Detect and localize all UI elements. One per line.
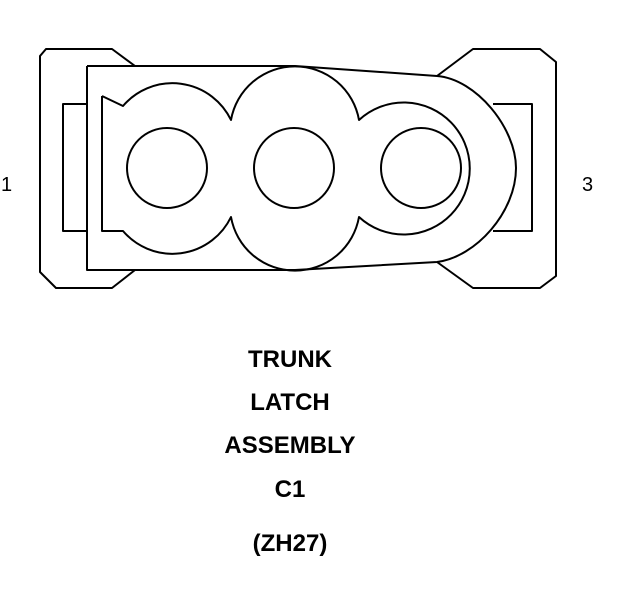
pin-label-left: 1 bbox=[1, 174, 12, 196]
cavity-outline bbox=[101, 65, 471, 272]
pin-label-right: 3 bbox=[582, 174, 593, 196]
pin-cavity-3 bbox=[380, 127, 462, 209]
caption-trunk: TRUNK bbox=[248, 346, 332, 373]
housing-taper bbox=[87, 65, 517, 271]
housing-outline-right bbox=[436, 48, 557, 289]
housing-outline-left bbox=[39, 48, 136, 289]
locking-tab-right bbox=[493, 103, 533, 232]
locking-tab-left bbox=[62, 103, 87, 232]
caption-option-code: (ZH27) bbox=[252, 530, 328, 557]
caption-assembly: ASSEMBLY bbox=[224, 432, 356, 459]
caption-latch: LATCH bbox=[250, 389, 330, 416]
pin-cavity-1 bbox=[126, 127, 208, 209]
caption-connector-id: C1 bbox=[274, 476, 306, 503]
pin-cavity-2 bbox=[253, 127, 335, 209]
connector-diagram: 1 3 bbox=[1, 48, 593, 289]
